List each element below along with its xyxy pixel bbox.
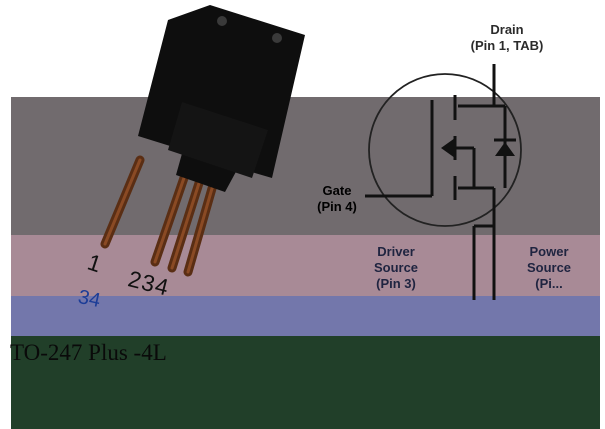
background-band-gray [11, 97, 600, 235]
gate-pin-label: Gate (Pin 4) [317, 183, 357, 214]
background-band-blue [11, 296, 600, 336]
driver-source-pin-label: Driver Source (Pin 3) [373, 244, 419, 291]
package-body [138, 5, 305, 192]
package-caption: TO-247 Plus -4L [10, 340, 167, 365]
mosfet-circle [368, 73, 522, 227]
drain-pin-label: Drain (Pin 1, TAB) [470, 22, 544, 53]
background-band-green [11, 336, 600, 429]
package-leads [100, 155, 218, 277]
pin-numbers-repeat: 34 [76, 285, 103, 313]
power-source-pin-label: Power Source (Pi... [526, 244, 572, 291]
